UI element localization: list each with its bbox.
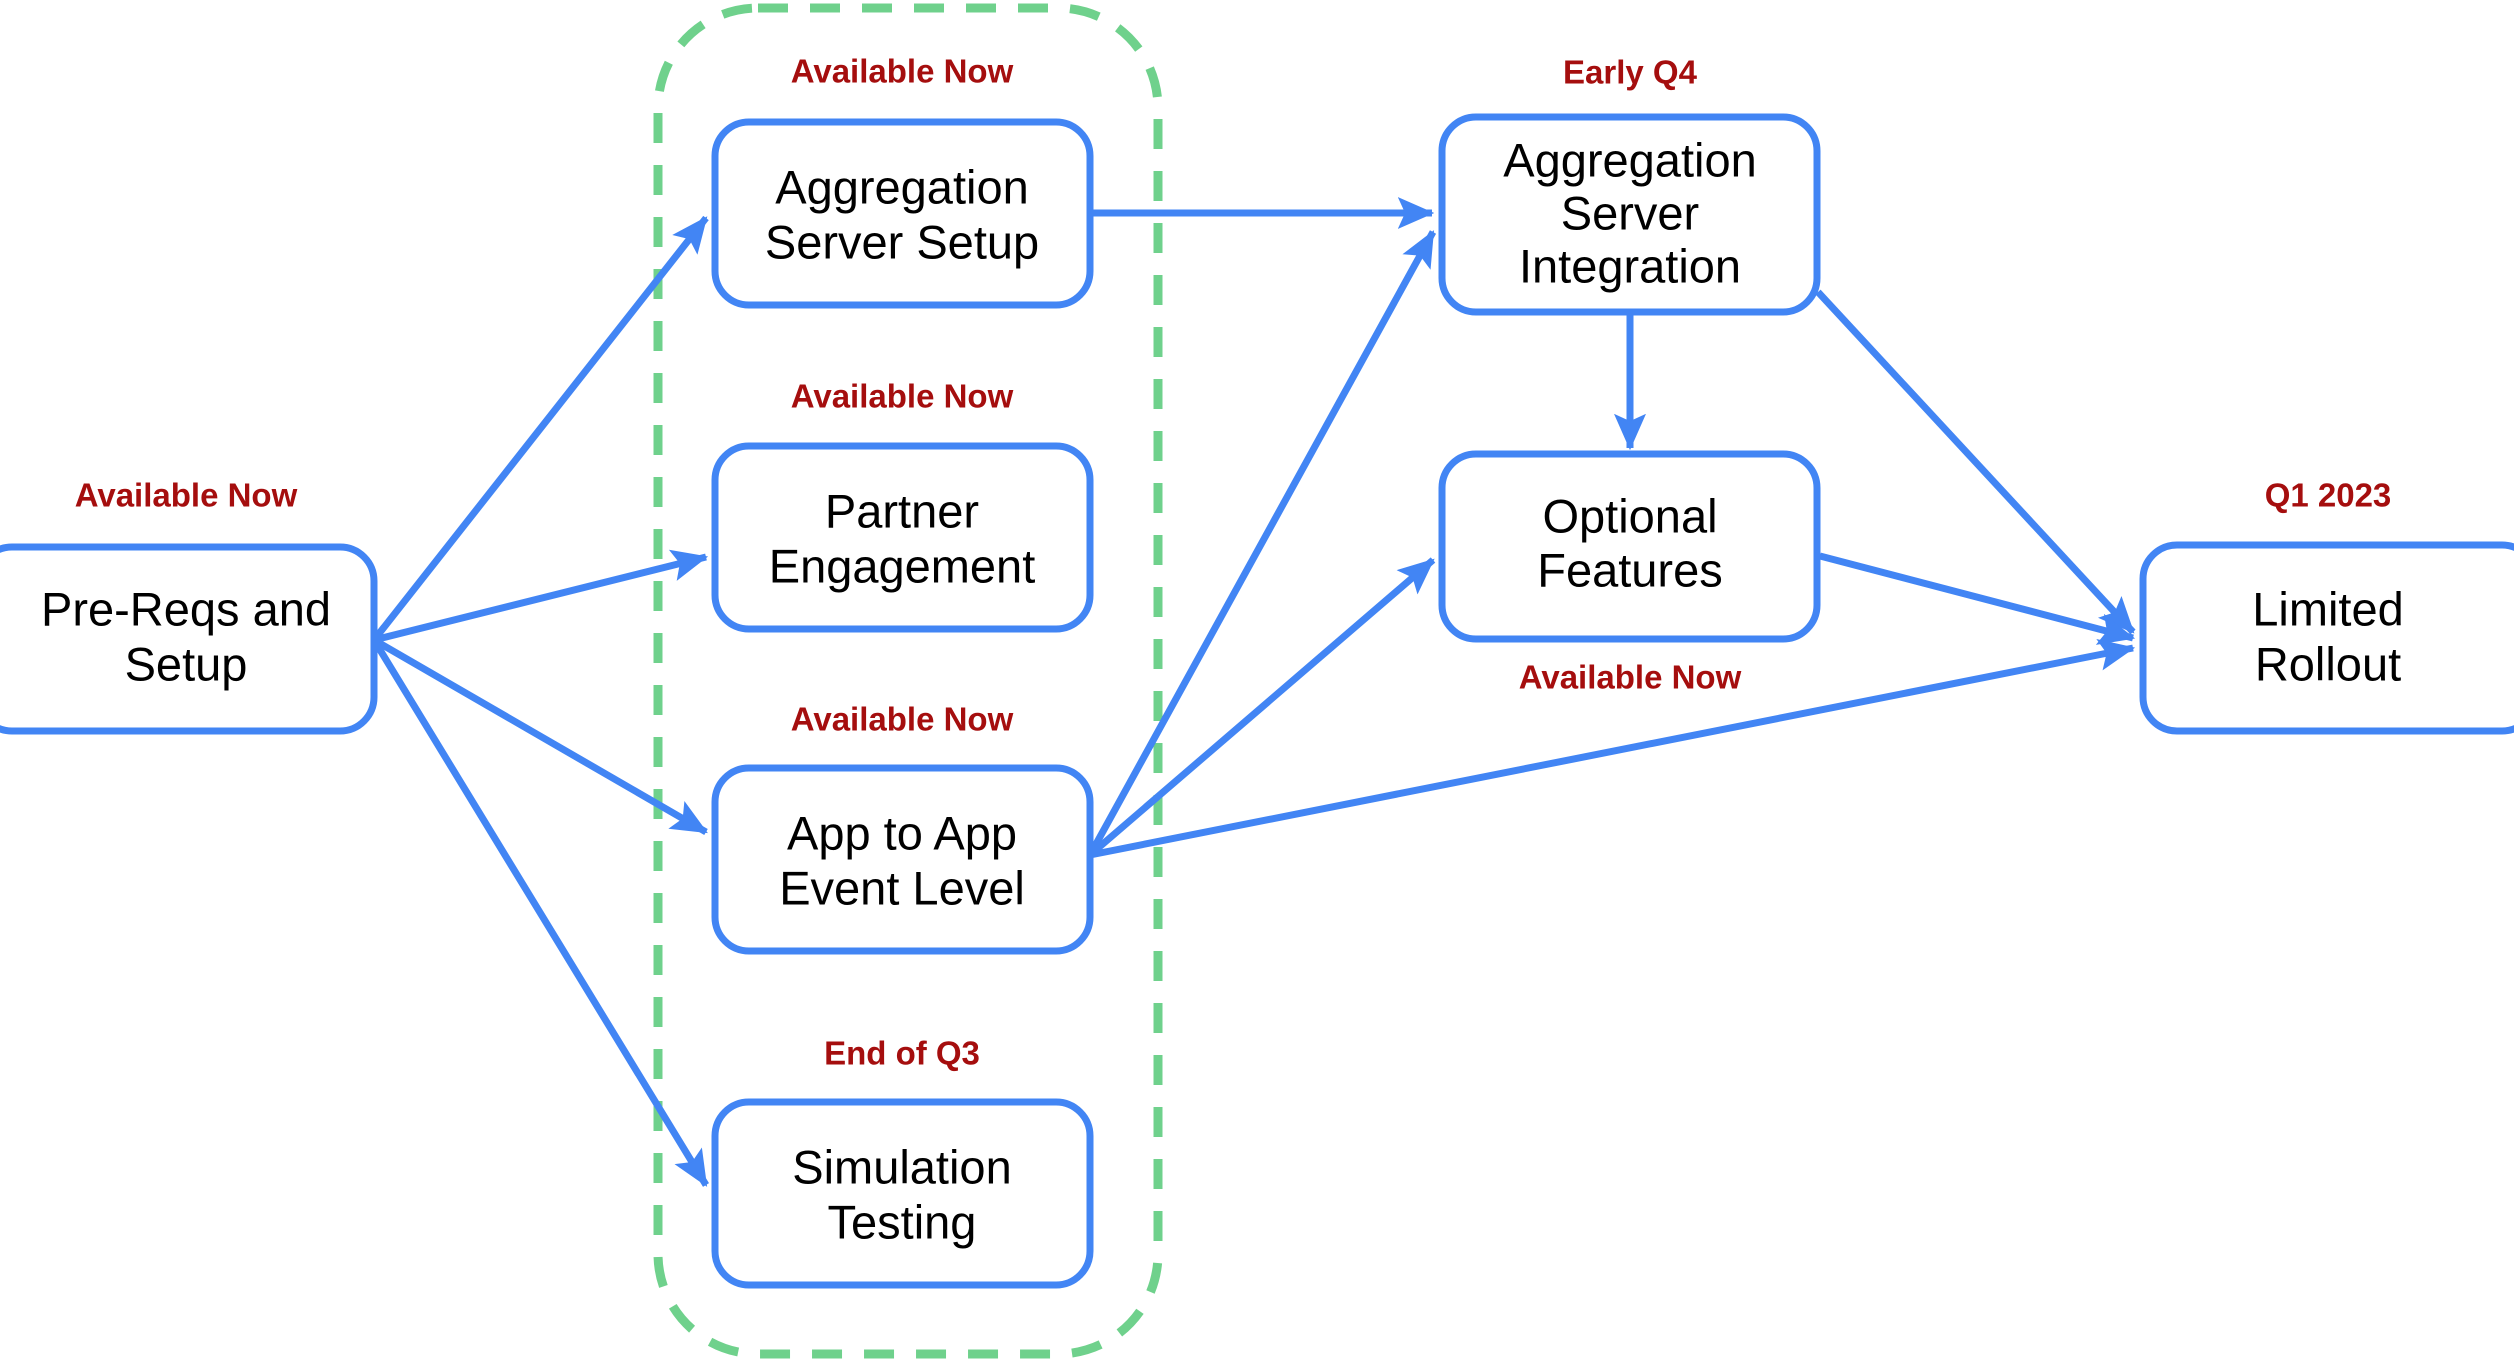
- edge-integration-to-limited-rollout: [1815, 289, 2136, 635]
- node-box-optional-features[interactable]: [1438, 450, 1821, 643]
- phase-label-app-to-app-event-level: Available Now: [791, 701, 1014, 738]
- node-label-app-to-app-event-level-line1: App to App: [787, 806, 1017, 859]
- phase-label-partner-engagement: Available Now: [791, 378, 1014, 415]
- node-box-app-to-app-event-level[interactable]: [711, 764, 1094, 955]
- node-partner-engagement[interactable]: Available Now Partner Engagement: [711, 378, 1094, 633]
- node-label-aggregation-server-setup-line1: Aggregation: [775, 160, 1028, 213]
- node-limited-rollout[interactable]: Q1 2023 Limited Rollout: [2139, 477, 2514, 735]
- node-box-pre-reqs[interactable]: [0, 543, 378, 735]
- edge-app-to-app-to-integration: [1086, 230, 1437, 857]
- node-label-limited-rollout-line1: Limited: [2252, 582, 2404, 635]
- node-label-pre-reqs-line2: Setup: [125, 637, 248, 690]
- node-label-aggregation-server-integration-line2: Server: [1561, 186, 1699, 239]
- node-label-aggregation-server-integration-line3: Integration: [1519, 239, 1741, 292]
- phase-label-simulation-testing: End of Q3: [824, 1035, 980, 1072]
- node-label-simulation-testing-line2: Testing: [828, 1195, 977, 1248]
- node-aggregation-server-integration[interactable]: Early Q4 Aggregation Server Integration: [1438, 54, 1821, 316]
- node-label-simulation-testing-line1: Simulation: [792, 1140, 1011, 1193]
- phase-label-aggregation-server-integration: Early Q4: [1563, 54, 1698, 91]
- edge-layer: [371, 196, 2136, 1187]
- node-label-pre-reqs-line1: Pre-Reqs and: [41, 582, 331, 635]
- node-box-limited-rollout[interactable]: [2139, 541, 2514, 735]
- node-label-partner-engagement-line2: Engagement: [769, 539, 1036, 592]
- edge-prereqs-to-aggregation-server-setup: [371, 215, 709, 643]
- edge-app-to-app-to-optional-features: [1087, 557, 1436, 858]
- node-label-optional-features-line2: Features: [1537, 543, 1722, 596]
- edge-app-to-app-to-limited-rollout: [1089, 638, 2136, 859]
- node-box-partner-engagement[interactable]: [711, 442, 1094, 633]
- node-box-aggregation-server-integration[interactable]: [1438, 113, 1821, 316]
- node-label-aggregation-server-integration-line1: Aggregation: [1503, 133, 1756, 186]
- node-label-limited-rollout-line2: Rollout: [2255, 637, 2401, 690]
- node-box-aggregation-server-setup[interactable]: [711, 118, 1094, 309]
- node-box-simulation-testing[interactable]: [711, 1098, 1094, 1289]
- node-simulation-testing[interactable]: End of Q3 Simulation Testing: [711, 1035, 1094, 1289]
- node-app-to-app-event-level[interactable]: Available Now App to App Event Level: [711, 701, 1094, 955]
- phase-label-optional-features: Available Now: [1519, 659, 1742, 696]
- phase-label-limited-rollout: Q1 2023: [2265, 477, 2392, 514]
- node-label-aggregation-server-setup-line2: Server Setup: [765, 215, 1039, 268]
- node-pre-reqs[interactable]: Available Now Pre-Reqs and Setup: [0, 477, 378, 735]
- edge-prereqs-to-partner-engagement: [373, 549, 709, 644]
- edge-optional-features-to-limited-rollout: [1819, 552, 2136, 645]
- phase-label-aggregation-server-setup: Available Now: [791, 53, 1014, 90]
- phase-label-pre-reqs: Available Now: [75, 477, 298, 514]
- node-aggregation-server-setup[interactable]: Available Now Aggregation Server Setup: [711, 53, 1094, 309]
- edge-prereqs-to-app-to-app-event-level: [372, 636, 708, 836]
- node-label-optional-features-line1: Optional: [1542, 489, 1717, 542]
- node-label-app-to-app-event-level-line2: Event Level: [779, 861, 1025, 914]
- node-label-partner-engagement-line1: Partner: [825, 484, 979, 537]
- edge-prereqs-to-simulation-testing: [371, 638, 709, 1187]
- node-optional-features[interactable]: Optional Features Available Now: [1438, 450, 1821, 696]
